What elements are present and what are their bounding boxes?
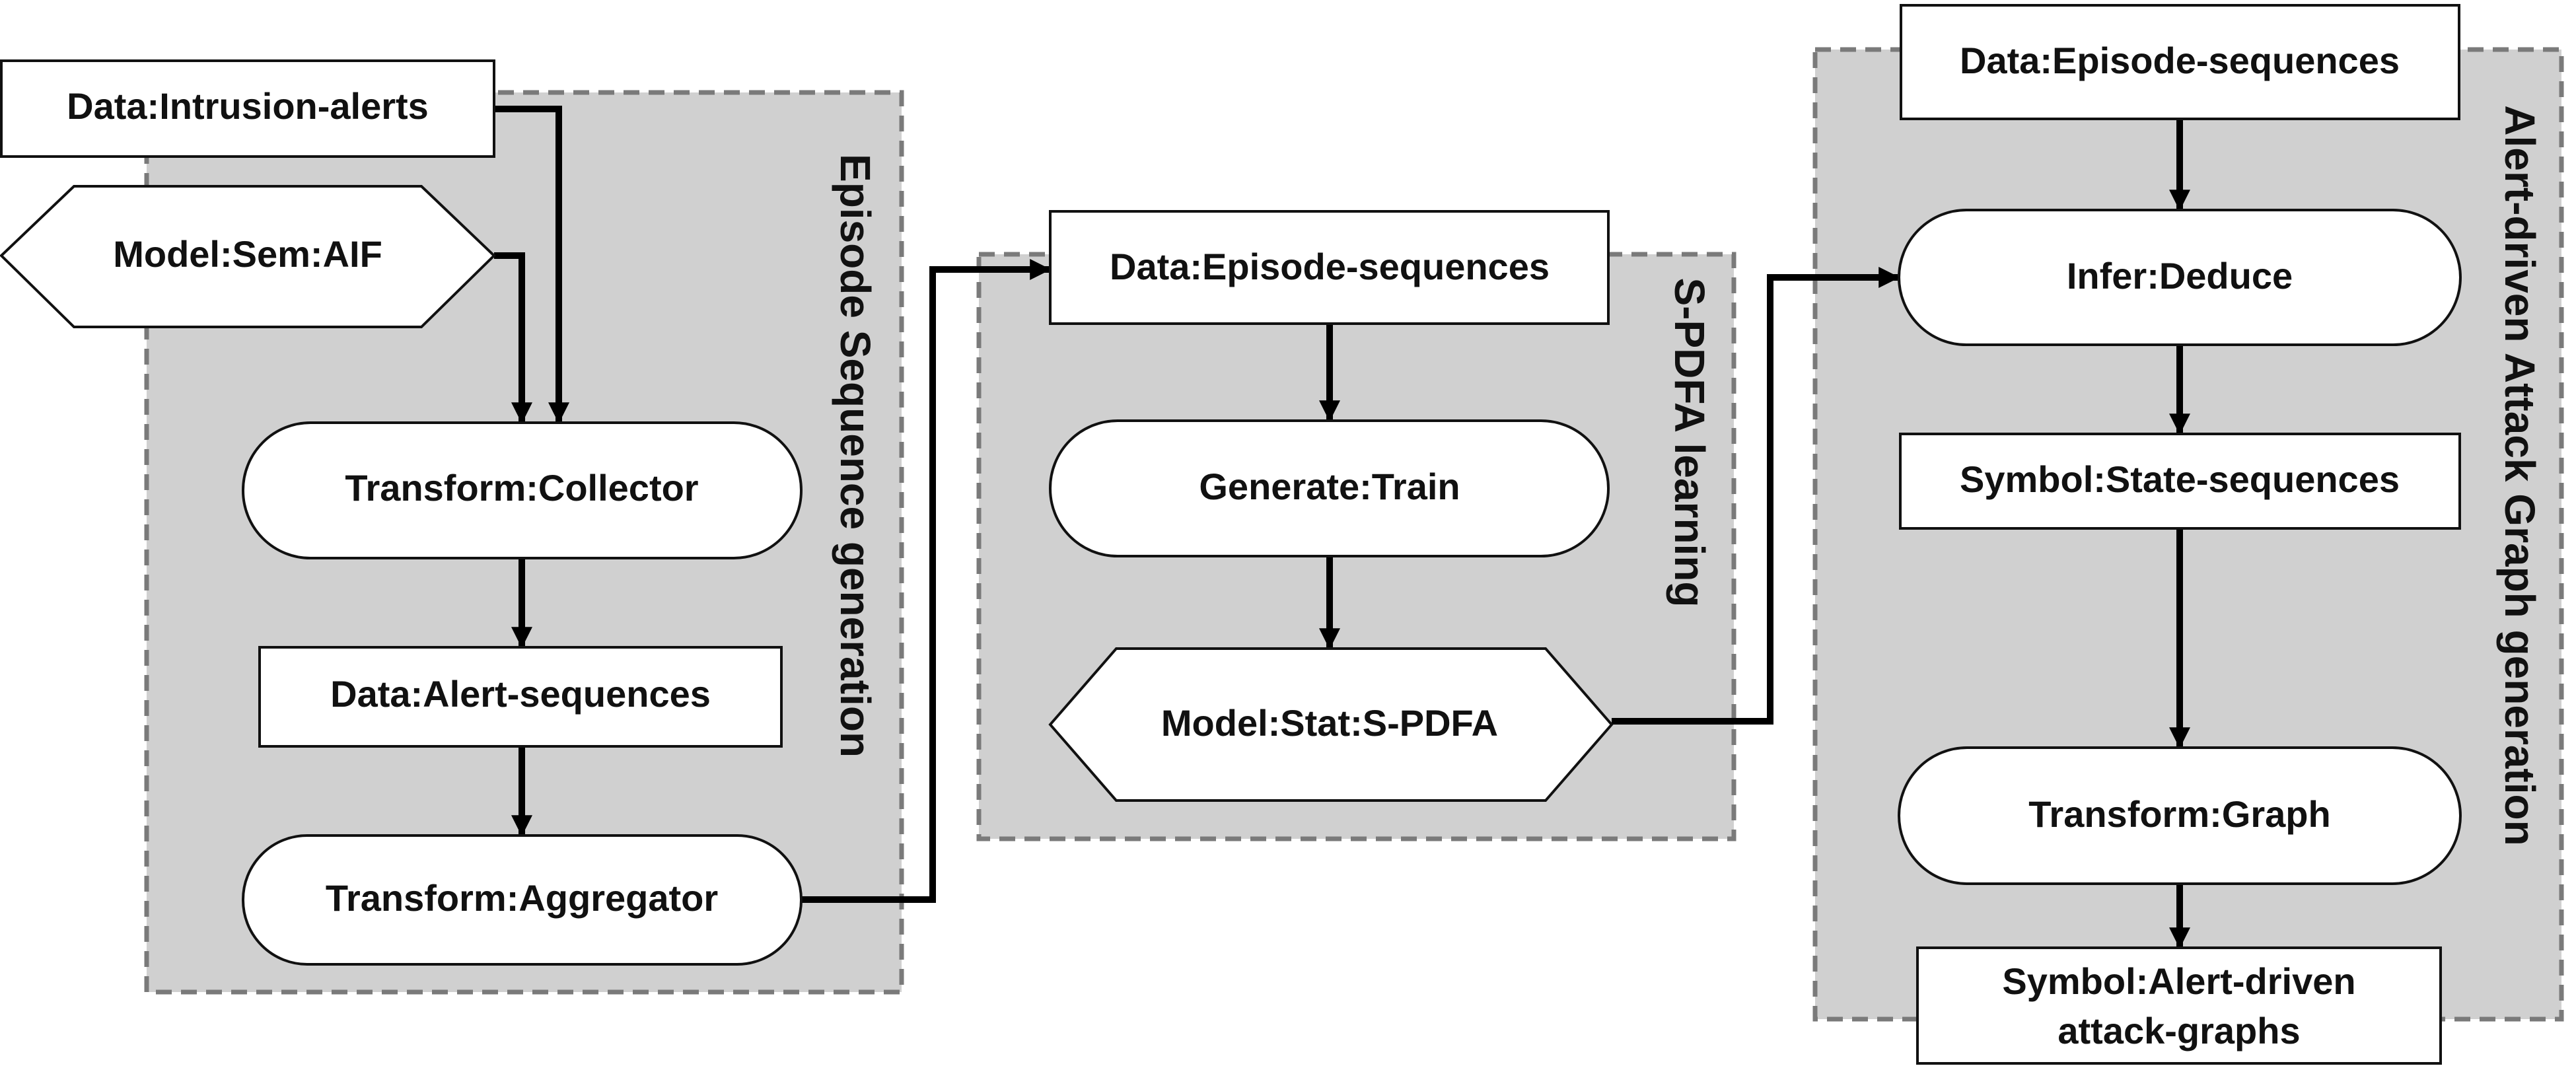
node-generate-train-label: Generate:Train xyxy=(1199,466,1460,507)
node-transform-graph-label: Transform:Graph xyxy=(2028,793,2330,835)
node-data-intrusion-alerts-label: Data:Intrusion-alerts xyxy=(67,85,429,127)
node-data-episode-sequences-mid-label: Data:Episode-sequences xyxy=(1110,246,1550,287)
node-transform-aggregator-label: Transform:Aggregator xyxy=(326,877,718,919)
node-infer-deduce-label: Infer:Deduce xyxy=(2067,255,2293,297)
node-data-alert-sequences xyxy=(258,646,783,748)
node-model-sem-aif-label: Model:Sem:AIF xyxy=(113,233,382,275)
node-symbol-attack-graphs-label-line1: Symbol:Alert-driven xyxy=(2002,960,2355,1002)
edge-sem-aif-to-collector xyxy=(494,252,533,424)
node-data-episode-sequences-right xyxy=(1900,4,2460,120)
node-symbol-state-sequences-label: Symbol:State-sequences xyxy=(1960,458,2400,500)
group-title-episode: Episode Sequence generation xyxy=(832,154,879,758)
node-model-stat-spdfa xyxy=(1048,647,1614,802)
node-transform-graph xyxy=(1898,746,2462,885)
edge-aggregator-to-episode-sequences xyxy=(801,258,1052,903)
edge-intrusion-alerts-to-collector xyxy=(494,106,570,424)
node-transform-collector-label: Transform:Collector xyxy=(345,467,698,509)
edge-spdfa-to-deduce xyxy=(1612,266,1900,725)
node-infer-deduce xyxy=(1898,209,2462,346)
node-symbol-attack-graphs-label-line2: attack-graphs xyxy=(2057,1010,2300,1051)
node-model-stat-spdfa-label: Model:Stat:S-PDFA xyxy=(1161,702,1498,744)
node-transform-collector xyxy=(242,421,803,559)
group-title-spdfa: S-PDFA learning xyxy=(1666,277,1713,607)
node-data-episode-sequences-right-label: Data:Episode-sequences xyxy=(1960,40,2400,81)
group-title-attack-graph: Alert-driven Attack Graph generation xyxy=(2496,105,2544,845)
node-data-intrusion-alerts xyxy=(0,59,495,158)
node-generate-train xyxy=(1049,419,1610,557)
node-model-sem-aif xyxy=(0,185,496,328)
node-data-alert-sequences-label: Data:Alert-sequences xyxy=(330,673,711,715)
node-data-episode-sequences-mid xyxy=(1049,210,1610,325)
node-symbol-state-sequences xyxy=(1899,433,2461,530)
node-symbol-attack-graphs xyxy=(1916,946,2442,1065)
node-transform-aggregator xyxy=(242,834,803,966)
